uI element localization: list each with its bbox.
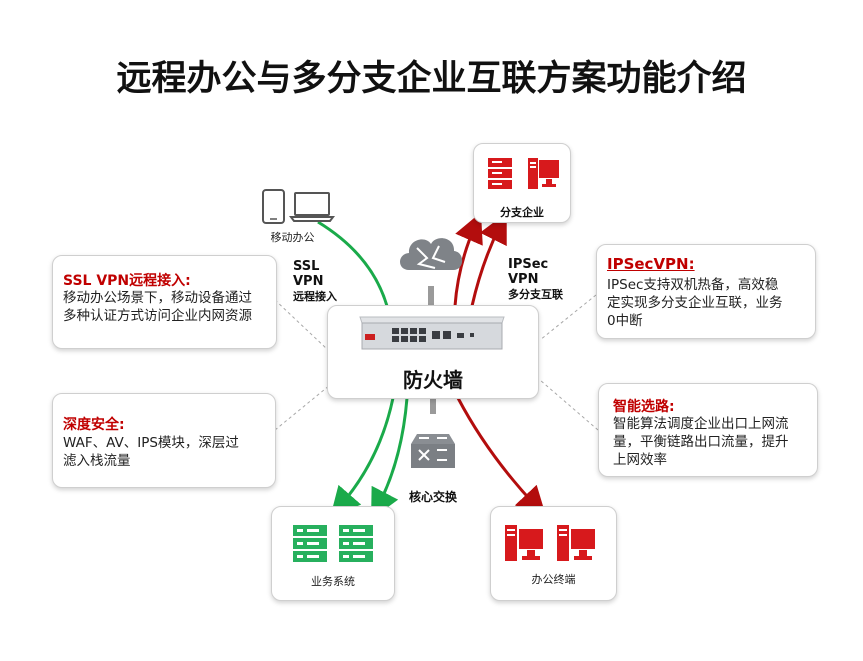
ssl-link-label-1: SSL <box>293 259 320 274</box>
smart-routing-line-2: 量，平衡链路出口流量，提升 <box>613 434 789 450</box>
ipsec-vpn-feature-text: IPSec支持双机热备，高效稳 定实现多分支企业互联，业务 0中断 <box>607 276 812 330</box>
smart-routing-feature-text: 智能算法调度企业出口上网流 量，平衡链路出口流量，提升 上网效率 <box>613 415 815 469</box>
business-servers-icon <box>293 525 373 562</box>
deep-security-line-1: WAF、AV、IPS模块，深层过 <box>63 435 239 451</box>
deep-security-feature-title: 深度安全: <box>63 417 125 433</box>
ipsec-line-2 <box>470 212 507 307</box>
business-line-2 <box>371 397 409 520</box>
branch-devices-icon <box>488 158 559 189</box>
ssl-vpn-feature-text: 移动办公场景下，移动设备通过 多种认证方式访问企业内网资源 <box>63 289 273 325</box>
ssl-vpn-line-2: 多种认证方式访问企业内网资源 <box>63 308 252 324</box>
dashed-line-deep <box>274 384 331 431</box>
branch-enterprise-card: 分支企业 <box>473 143 571 223</box>
office-pcs-icon <box>505 525 595 561</box>
page-title: 远程办公与多分支企业互联方案功能介绍 <box>116 59 747 99</box>
ipsec-vpn-line-2: 定实现多分支企业互联，业务 <box>607 295 783 311</box>
dashed-line-smart <box>539 379 599 431</box>
office-terminal-card: 办公终端 <box>490 506 617 601</box>
ssl-link-label: SSL VPN 远程接入 <box>293 259 353 304</box>
ipsec-link-label-1: IPSec <box>508 257 549 272</box>
dashed-line-ssl <box>274 299 329 351</box>
branch-enterprise-label: 分支企业 <box>500 206 544 219</box>
ipsec-vpn-feature-card: IPSecVPN: IPSec支持双机热备，高效稳 定实现多分支企业互联，业务 … <box>596 244 816 339</box>
ssl-vpn-line <box>317 220 389 307</box>
smart-routing-line-1: 智能算法调度企业出口上网流 <box>613 416 789 432</box>
core-switch-icon <box>411 434 455 468</box>
deep-security-line-2: 滤入栈流量 <box>63 453 131 469</box>
deep-security-feature-card: 深度安全: WAF、AV、IPS模块，深层过 滤入栈流量 <box>52 393 276 488</box>
mobile-devices-icon <box>262 189 335 224</box>
ssl-link-label-3: 远程接入 <box>293 290 337 303</box>
ipsec-vpn-line-1: IPSec支持双机热备，高效稳 <box>607 277 779 293</box>
office-line <box>456 397 547 517</box>
business-line-1 <box>330 397 395 518</box>
deep-security-feature-text: WAF、AV、IPS模块，深层过 滤入栈流量 <box>63 434 273 470</box>
firewall-card: 防火墙 <box>327 305 539 399</box>
ssl-vpn-line-1: 移动办公场景下，移动设备通过 <box>63 290 252 306</box>
business-system-card: 业务系统 <box>271 506 395 601</box>
core-switch-node: 核心交换 <box>403 414 463 506</box>
mobile-office-node: 移动办公 <box>255 187 340 247</box>
core-switch-label: 核心交换 <box>408 490 457 504</box>
ssl-link-label-2: VPN <box>293 274 324 289</box>
firewall-label: 防火墙 <box>403 368 463 392</box>
ipsec-vpn-line-3: 0中断 <box>607 313 643 329</box>
smart-routing-feature-card: 智能选路: 智能算法调度企业出口上网流 量，平衡链路出口流量，提升 上网效率 <box>598 383 818 477</box>
ipsec-link-label-2: VPN <box>508 272 539 287</box>
mobile-office-label: 移动办公 <box>270 231 315 244</box>
ssl-vpn-feature-title: SSL VPN远程接入: <box>63 273 191 289</box>
ipsec-link-label-3: 多分支互联 <box>508 288 563 301</box>
ssl-vpn-feature-card: SSL VPN远程接入: 移动办公场景下，移动设备通过 多种认证方式访问企业内网… <box>52 255 277 349</box>
ipsec-line-1 <box>453 212 483 307</box>
ipsec-link-label: IPSec VPN 多分支互联 <box>508 257 578 302</box>
business-system-label: 业务系统 <box>311 575 355 588</box>
firewall-device-icon <box>359 316 505 350</box>
smart-routing-feature-title: 智能选路: <box>613 399 675 415</box>
ipsec-vpn-feature-title: IPSecVPN: <box>607 255 695 273</box>
smart-routing-line-3: 上网效率 <box>613 452 667 468</box>
office-terminal-label: 办公终端 <box>531 573 576 586</box>
cloud-icon <box>400 238 463 270</box>
